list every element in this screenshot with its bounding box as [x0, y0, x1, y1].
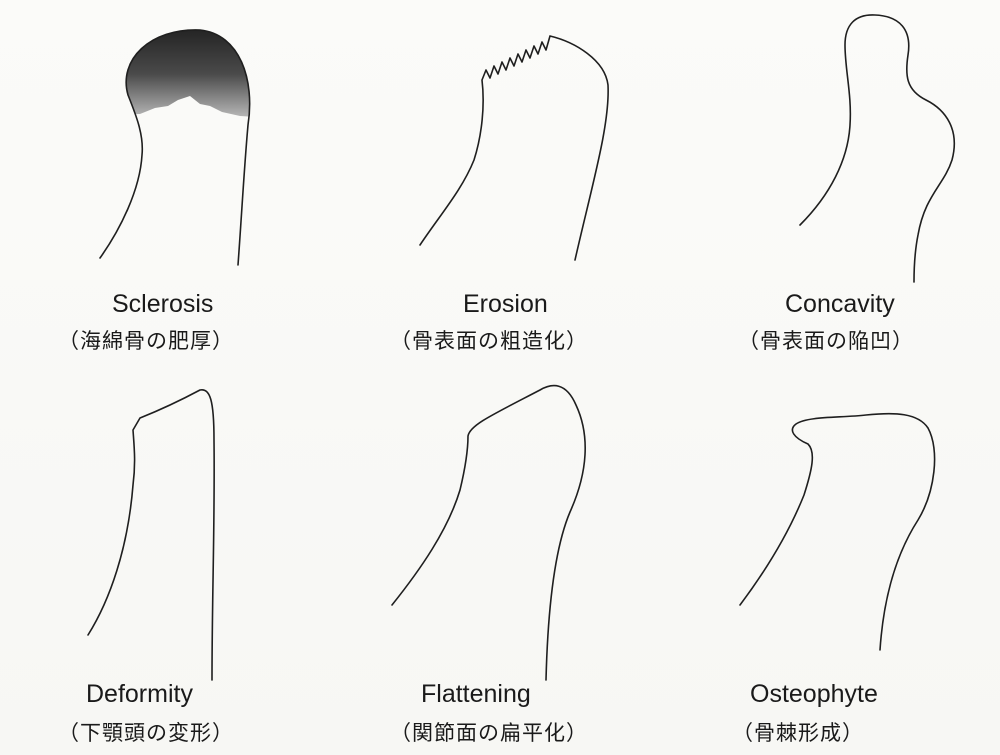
osteophyte-label-jp: （骨棘形成）: [732, 721, 864, 745]
concavity-label: Concavity: [785, 290, 895, 318]
panel-sclerosis: Sclerosis （海綿骨の肥厚）: [58, 29, 251, 353]
erosion-label: Erosion: [463, 290, 548, 318]
panel-erosion: Erosion （骨表面の粗造化）: [390, 35, 609, 353]
deformity-label-jp: （下顎頭の変形）: [58, 721, 234, 745]
panel-concavity: Concavity （骨表面の陥凹）: [738, 14, 956, 353]
osteophyte-condyle-outline: [739, 412, 936, 651]
flattening-label-jp: （関節面の扁平化）: [390, 721, 588, 745]
deformity-label: Deformity: [86, 680, 193, 708]
sclerosis-shading: [100, 29, 250, 118]
flattening-condyle-outline: [391, 384, 586, 681]
concavity-condyle-outline: [799, 14, 956, 283]
sclerosis-label-jp: （海綿骨の肥厚）: [58, 329, 234, 353]
panel-flattening: Flattening （関節面の扁平化）: [390, 384, 588, 745]
sclerosis-condyle-outline: [99, 29, 251, 266]
deformity-condyle-outline: [87, 389, 216, 681]
flattening-label: Flattening: [421, 680, 531, 708]
concavity-label-jp: （骨表面の陥凹）: [738, 329, 914, 353]
panel-deformity: Deformity （下顎頭の変形）: [58, 389, 234, 745]
erosion-label-jp: （骨表面の粗造化）: [390, 329, 588, 353]
osteophyte-label: Osteophyte: [750, 680, 878, 708]
erosion-condyle-outline: [419, 35, 609, 261]
panel-osteophyte: Osteophyte （骨棘形成）: [732, 412, 936, 745]
sclerosis-label: Sclerosis: [112, 290, 213, 318]
